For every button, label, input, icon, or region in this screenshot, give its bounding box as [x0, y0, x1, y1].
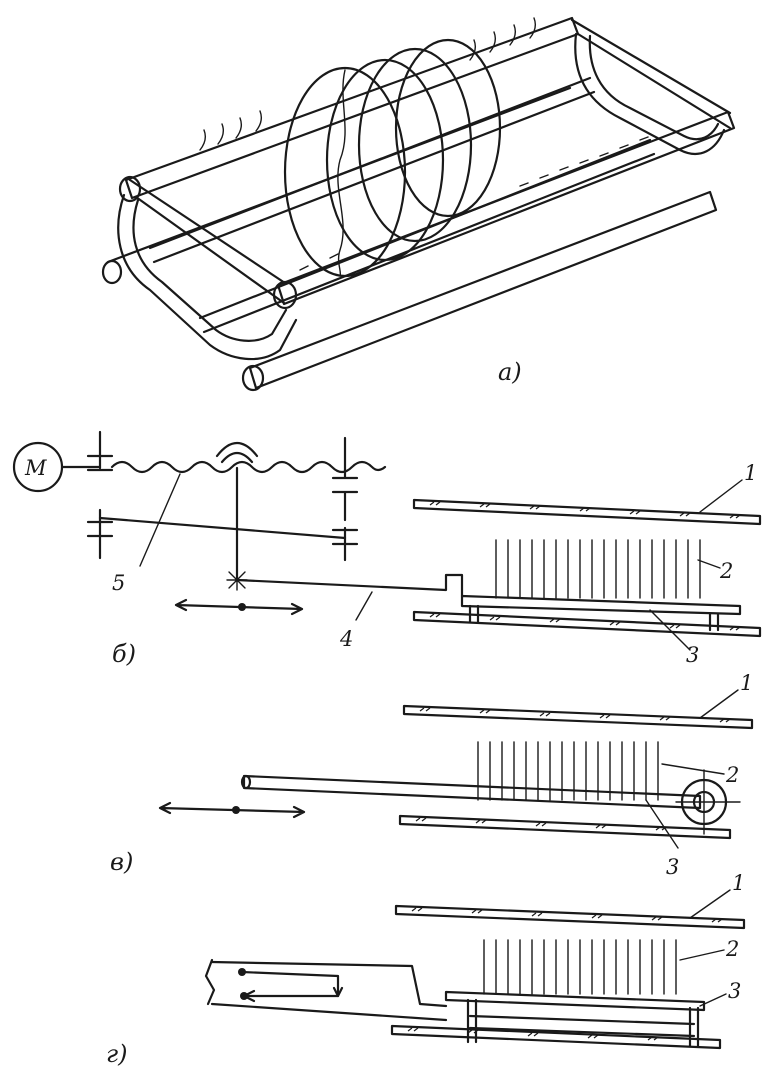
g-step-dot-bottom	[240, 992, 248, 1000]
wafers	[283, 38, 502, 278]
bottom-rod-back-end	[101, 259, 123, 285]
v-plate-1	[402, 704, 754, 730]
b-plate-lower-hatch	[429, 613, 741, 631]
g-callout-line-3	[699, 993, 727, 1007]
wafer-break-line	[337, 69, 346, 277]
b-plate-lower	[412, 610, 762, 638]
wafer-2	[325, 58, 445, 262]
motor-label: М	[24, 456, 47, 480]
g-callout-line-1	[689, 889, 731, 919]
top-front-rail	[276, 110, 736, 306]
wafer-3	[357, 47, 473, 243]
b-callout-3: 3	[686, 643, 699, 667]
g-carrier-3	[444, 990, 706, 1012]
panel-b-caption: б)	[112, 640, 136, 668]
middle-rail-front	[198, 138, 656, 334]
v-callout-line-2	[661, 763, 725, 775]
back-end-frame-outer	[574, 32, 726, 156]
g-carrier-guide	[468, 1014, 696, 1038]
panel-v-mechanism: 1 2 3 в)	[110, 671, 753, 879]
right-bearing-top	[331, 436, 359, 522]
panel-a-cassette: а)	[101, 16, 736, 392]
bottom-rod-front	[248, 190, 718, 390]
motion-arrow-dot	[238, 603, 246, 611]
back-end-frame-inner	[588, 34, 720, 141]
g-callout-2: 2	[725, 937, 739, 961]
front-end-frame-outer	[117, 193, 298, 361]
middle-rail-back	[148, 76, 596, 264]
v-callout-1: 1	[740, 671, 753, 695]
v-carrier-rod-3	[242, 774, 702, 810]
pusher-rod	[235, 573, 464, 598]
b-comb-wafers	[495, 539, 701, 599]
b-callout-line-2	[697, 559, 721, 569]
g-break-line	[204, 958, 216, 1006]
guide-rod	[98, 516, 347, 540]
back-rail-slots-left	[199, 110, 263, 151]
b-callout-4: 4	[339, 627, 353, 651]
front-end-frame-inner	[132, 198, 288, 342]
g-step-cycle-arrows	[242, 986, 344, 1003]
wafer-1	[283, 66, 407, 278]
v-comb-wafers	[477, 741, 659, 801]
front-cross-bar	[128, 178, 287, 305]
g-step-dot-top	[238, 968, 246, 976]
v-rod-end	[240, 774, 252, 790]
v-callout-2: 2	[725, 763, 739, 787]
v-plate-1-hatch	[419, 707, 731, 723]
b-callout-line-4	[355, 591, 373, 621]
b-callout-line-1	[699, 479, 743, 513]
panel-b-mechanism: М 1 2 3	[12, 430, 762, 668]
b-carrier-3	[460, 594, 742, 616]
b-plate-1-hatch	[429, 501, 741, 519]
g-carrier-legs	[466, 998, 700, 1048]
v-plate-lower	[398, 814, 732, 840]
right-bearing-bottom	[331, 526, 359, 562]
panel-g-mechanism: 1 2 3 г)	[106, 871, 745, 1068]
v-plate-lower-hatch	[415, 817, 667, 831]
g-plate-lower	[390, 1024, 722, 1050]
b-callout-2: 2	[719, 559, 733, 583]
v-callout-line-3	[645, 799, 679, 849]
v-callout-3: 3	[666, 855, 679, 879]
bottom-rod-end	[241, 364, 265, 392]
g-callout-line-2	[679, 949, 725, 961]
b-callout-1: 1	[744, 461, 757, 485]
b-callout-line-5	[139, 473, 181, 567]
b-callout-5: 5	[112, 571, 125, 595]
g-stepping-bar	[210, 960, 448, 1022]
b-plate-1	[412, 498, 762, 526]
back-cross-bar	[570, 18, 732, 130]
panel-a-caption: а)	[498, 358, 522, 386]
v-roller-axis	[675, 769, 741, 835]
panel-g-caption: г)	[106, 1040, 128, 1068]
lead-screw	[110, 460, 387, 474]
wafer-4	[394, 38, 502, 218]
v-motion-arrow-dot	[232, 806, 240, 814]
top-back-rail-end	[118, 175, 142, 203]
g-plate-1	[394, 904, 746, 930]
b-callout-line-3	[649, 609, 691, 651]
g-callout-1: 1	[732, 871, 745, 895]
front-rail-slots	[299, 136, 649, 271]
g-callout-3: 3	[728, 979, 741, 1003]
g-plate-1-hatch	[411, 907, 723, 923]
back-rail-slots-right	[469, 17, 537, 61]
g-plate-lower-hatch	[407, 1027, 659, 1041]
v-callout-line-1	[699, 689, 739, 719]
panel-v-caption: в)	[110, 848, 133, 876]
screw-nut	[215, 441, 259, 464]
left-bearing-top	[86, 430, 114, 472]
g-step-cycle-path	[240, 970, 340, 998]
